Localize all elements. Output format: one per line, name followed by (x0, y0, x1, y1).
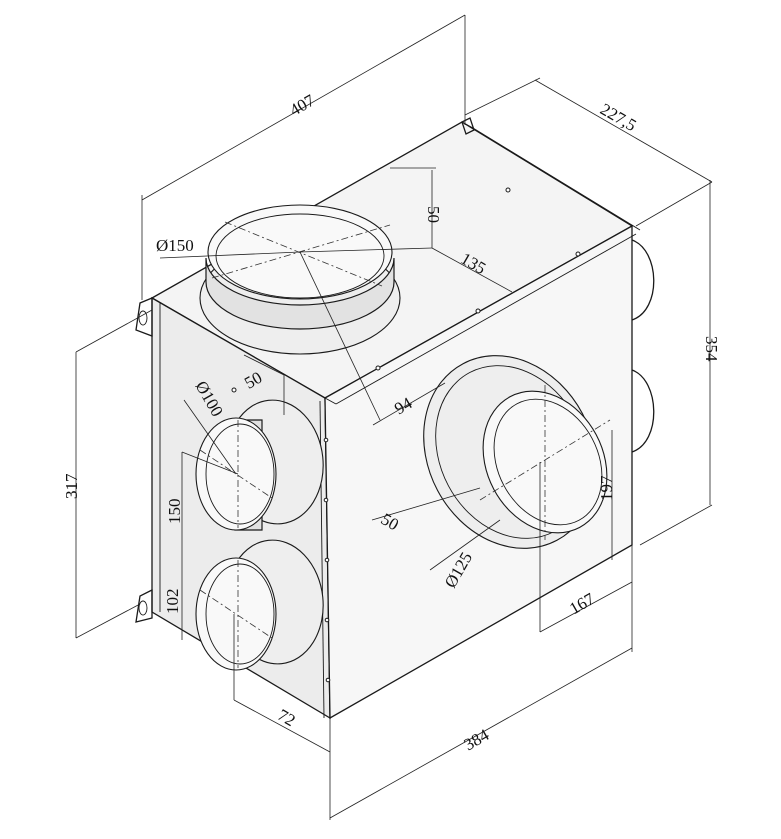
top-spigot (199, 204, 401, 355)
dim-front-right: 167 (566, 589, 598, 618)
dim-top-diameter: Ø150 (156, 236, 194, 255)
dim-height-right: 354 (702, 336, 721, 362)
mounting-brackets (135, 117, 475, 623)
side-spigot-lower (195, 539, 324, 671)
dim-side-bottom: 102 (163, 589, 182, 615)
dimension-lines (75, 14, 713, 820)
dim-side-front: 72 (274, 705, 298, 730)
rear-spigots (631, 239, 655, 453)
dim-side-spacing: 150 (165, 499, 184, 525)
dim-overall-width: 407 (286, 90, 318, 119)
front-spigot (423, 355, 611, 549)
dim-top-vertical: 50 (424, 206, 443, 223)
dim-depth: 227,5 (597, 100, 640, 136)
dim-height-left: 317 (62, 473, 81, 499)
dim-front-height: 197 (597, 475, 616, 501)
